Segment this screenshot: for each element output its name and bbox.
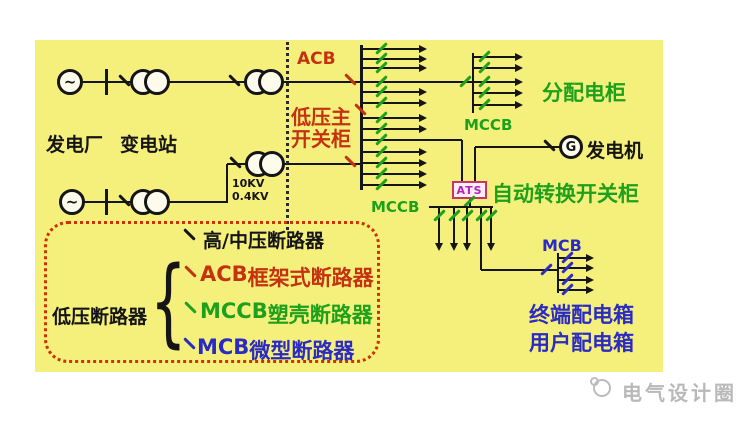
generator-wave-icon: ~ bbox=[65, 193, 79, 211]
legend-acb-name: 框架式断路器 bbox=[247, 266, 374, 290]
ats-cabinet-label: 自动转换开关柜 bbox=[492, 182, 639, 206]
legend-brace: { bbox=[150, 246, 187, 358]
transformer-icon bbox=[144, 189, 170, 215]
busbar-tick-bottom bbox=[105, 189, 108, 215]
mcb-label: MCB bbox=[542, 236, 582, 255]
generator-drop-line bbox=[474, 147, 476, 182]
legend-mccb-name: 塑壳断路器 bbox=[267, 303, 373, 327]
generator-line bbox=[475, 146, 560, 148]
distribution-breaker-label: MCCB bbox=[464, 116, 513, 134]
lower-feed-line-upper bbox=[227, 163, 362, 165]
feeder-to-ats bbox=[362, 139, 462, 141]
voltage-low-label: 0.4KV bbox=[232, 190, 269, 203]
main-outgoing-breaker-label: MCCB bbox=[371, 198, 420, 216]
main-busbar bbox=[360, 45, 363, 190]
legend-mcb-abbr: MCB bbox=[197, 335, 250, 359]
legend-box bbox=[44, 221, 380, 363]
ats-output-line bbox=[469, 199, 471, 208]
generator-g-label: G bbox=[565, 139, 577, 155]
substation-label: 变电站 bbox=[120, 134, 178, 156]
acb-label: ACB bbox=[297, 49, 336, 69]
legend-mccb-abbr: MCCB bbox=[200, 299, 268, 323]
top-feed-line bbox=[83, 81, 362, 83]
riser-line bbox=[226, 164, 228, 203]
ats-box: ATS bbox=[452, 181, 487, 199]
generator-source-symbol-bottom: ~ bbox=[59, 189, 85, 215]
legend-mcb-name: 微型断路器 bbox=[249, 339, 355, 363]
distribution-cabinet-label: 分配电柜 bbox=[542, 81, 626, 105]
generator-circle-symbol: G bbox=[559, 135, 583, 159]
transformer-icon bbox=[259, 151, 285, 177]
transformer-icon bbox=[144, 69, 170, 95]
legend-acb-abbr: ACB bbox=[200, 262, 248, 286]
terminal-box-label: 终端配电箱 bbox=[529, 303, 634, 327]
feeder-to-distribution bbox=[362, 81, 472, 83]
voltage-high-label: 10KV bbox=[232, 177, 265, 190]
terminal-feeder-line bbox=[481, 269, 558, 271]
user-box-label: 用户配电箱 bbox=[529, 331, 634, 355]
distribution-busbar bbox=[472, 53, 474, 113]
ats-label: ATS bbox=[456, 183, 483, 197]
generator-wave-icon: ~ bbox=[63, 73, 77, 91]
terminal-busbar bbox=[557, 253, 559, 293]
terminal-feeder-drop bbox=[480, 208, 482, 270]
generator-label: 发电机 bbox=[586, 140, 644, 162]
main-switchgear-name-line1: 低压主 bbox=[291, 105, 351, 129]
generator-source-symbol-top: ~ bbox=[57, 69, 83, 95]
watermark-text: 电气设计圈 bbox=[622, 381, 737, 405]
busbar-tick-top bbox=[105, 69, 108, 95]
dotted-separator-line bbox=[286, 42, 289, 230]
legend-hv-label: 高/中压断路器 bbox=[203, 230, 324, 252]
watermark-logo-icon bbox=[590, 377, 616, 399]
ats-busbar bbox=[429, 206, 493, 208]
ats-feeder-drop bbox=[461, 140, 463, 182]
main-switchgear-name-line2: 开关柜 bbox=[291, 127, 351, 151]
legend-group-label: 低压断路器 bbox=[52, 306, 148, 328]
power-plant-label: 发电厂 bbox=[46, 134, 104, 156]
transformer-icon bbox=[258, 69, 284, 95]
